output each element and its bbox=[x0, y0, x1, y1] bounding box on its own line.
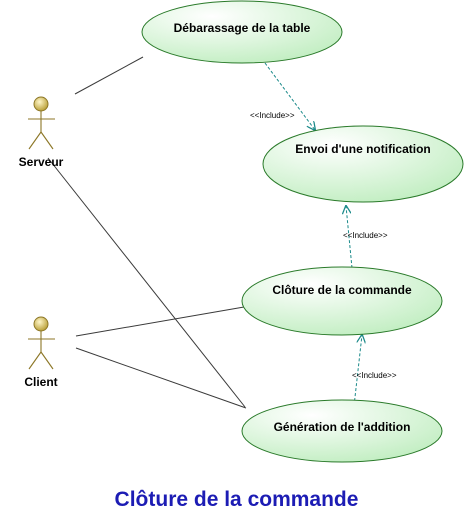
include-cloture-notification bbox=[346, 206, 353, 269]
use-case-debarassage[interactable]: Débarassage de la table bbox=[141, 0, 343, 64]
association-serveur-addition bbox=[47, 157, 246, 408]
include-label-debarassage-notification: <<Include>> bbox=[250, 111, 295, 120]
use-case-label: Génération de l'addition bbox=[274, 420, 411, 434]
actor-client[interactable]: Client bbox=[24, 316, 58, 389]
stick-figure-icon bbox=[28, 331, 55, 370]
include-debarassage-notification bbox=[264, 62, 315, 130]
association-client-addition bbox=[75, 347, 247, 409]
actor-serveur[interactable]: Serveur bbox=[19, 96, 64, 169]
use-case-label: Envoi d'une notification bbox=[295, 142, 431, 156]
stick-figure-icon bbox=[28, 111, 55, 150]
actor-label: Client bbox=[24, 375, 57, 389]
include-label-cloture-notification: <<Include>> bbox=[343, 231, 388, 240]
use-case-label: Débarassage de la table bbox=[174, 21, 311, 35]
actor-label: Serveur bbox=[19, 155, 64, 169]
use-case-label: Clôture de la commande bbox=[272, 283, 412, 297]
association-serveur-debarassage bbox=[74, 56, 144, 95]
include-label-addition-cloture: <<Include>> bbox=[352, 371, 397, 380]
use-case-cloture[interactable]: Clôture de la commande bbox=[241, 266, 443, 336]
use-case-addition[interactable]: Génération de l'addition bbox=[241, 399, 443, 463]
include-addition-cloture bbox=[353, 335, 362, 407]
use-case-notification[interactable]: Envoi d'une notification bbox=[262, 125, 464, 203]
diagram-caption: Clôture de la commande bbox=[114, 488, 359, 511]
association-client-cloture bbox=[75, 306, 245, 337]
actor-head-icon bbox=[33, 96, 49, 112]
actor-head-icon bbox=[33, 316, 49, 332]
